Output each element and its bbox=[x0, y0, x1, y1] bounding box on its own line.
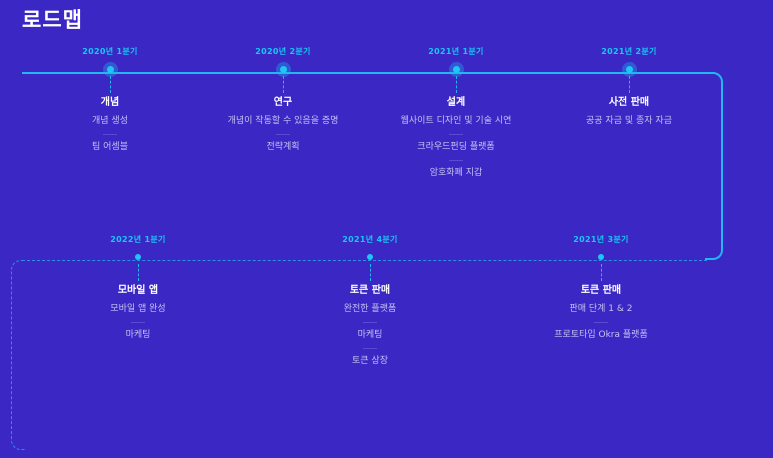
milestone-date: 2020년 2분기 bbox=[255, 47, 311, 56]
milestone-heading: 모바일 앱 bbox=[117, 285, 159, 296]
milestone-item: 프로토타입 Okra 플랫폼 bbox=[554, 330, 648, 340]
item-divider bbox=[131, 316, 145, 329]
milestone-connector bbox=[628, 76, 630, 93]
milestone-item: 토큰 상장 bbox=[352, 356, 388, 366]
milestone-items: 공공 자금 및 종자 자금 bbox=[539, 115, 719, 128]
item-divider bbox=[103, 128, 117, 141]
milestone-2020-q2: 2020년 2분기 연구 개념이 작동할 수 있음을 증명 전략계획 bbox=[193, 45, 373, 154]
milestone-2021-q1: 2021년 1분기 설계 웹사이트 디자인 및 기술 시연 크라우드펀딩 플랫폼… bbox=[366, 45, 546, 180]
milestone-items: 개념 생성 팀 어셈블 bbox=[20, 115, 200, 154]
milestone-date: 2021년 4분기 bbox=[342, 235, 398, 244]
item-divider bbox=[276, 128, 290, 141]
milestone-connector bbox=[455, 76, 457, 93]
milestone-items: 웹사이트 디자인 및 기술 시연 크라우드펀딩 플랫폼 암호화폐 지갑 bbox=[366, 115, 546, 180]
node-dot-icon bbox=[367, 254, 373, 260]
timeline-line-bottom bbox=[22, 260, 707, 261]
node-dot-icon bbox=[625, 65, 633, 73]
item-divider bbox=[449, 128, 463, 141]
milestone-heading: 사전 판매 bbox=[608, 97, 650, 108]
node-dot-icon bbox=[135, 254, 141, 260]
milestone-2021-q3: 2021년 3분기 토큰 판매 판매 단계 1 & 2 프로토타입 Okra 플… bbox=[511, 233, 691, 342]
milestone-item: 모바일 앱 완성 bbox=[110, 304, 166, 314]
milestone-heading: 연구 bbox=[273, 97, 293, 108]
timeline-line-top bbox=[22, 72, 715, 74]
node-dot-icon bbox=[598, 254, 604, 260]
item-divider bbox=[594, 316, 608, 329]
milestone-node bbox=[366, 61, 546, 77]
milestone-date: 2021년 2분기 bbox=[601, 47, 657, 56]
milestone-date: 2021년 1분기 bbox=[428, 47, 484, 56]
node-dot-icon bbox=[279, 65, 287, 73]
milestone-heading: 설계 bbox=[446, 97, 466, 108]
milestone-item: 개념이 작동할 수 있음을 증명 bbox=[227, 116, 339, 126]
milestone-item: 전략계획 bbox=[266, 142, 300, 152]
milestone-date: 2020년 1분기 bbox=[82, 47, 138, 56]
item-divider bbox=[363, 342, 377, 355]
page-title: 로드맵 bbox=[22, 8, 83, 32]
milestone-item: 판매 단계 1 & 2 bbox=[569, 304, 633, 314]
milestone-connector bbox=[600, 264, 602, 281]
milestone-node bbox=[280, 250, 460, 264]
milestone-item: 팀 어셈블 bbox=[92, 142, 128, 152]
milestone-items: 개념이 작동할 수 있음을 증명 전략계획 bbox=[193, 115, 373, 154]
milestone-2021-q2: 2021년 2분기 사전 판매 공공 자금 및 종자 자금 bbox=[539, 45, 719, 128]
milestone-connector bbox=[109, 76, 111, 93]
milestone-item: 크라우드펀딩 플랫폼 bbox=[417, 142, 495, 152]
milestone-date: 2021년 3분기 bbox=[573, 235, 629, 244]
milestone-item: 암호화폐 지갑 bbox=[429, 168, 483, 178]
timeline-curve-right bbox=[705, 72, 723, 260]
milestone-node bbox=[20, 61, 200, 77]
node-dot-icon bbox=[452, 65, 460, 73]
milestone-item: 공공 자금 및 종자 자금 bbox=[586, 116, 672, 126]
node-dot-icon bbox=[106, 65, 114, 73]
milestone-heading: 토큰 판매 bbox=[580, 285, 622, 296]
milestone-node bbox=[539, 61, 719, 77]
milestone-items: 모바일 앱 완성 마케팅 bbox=[48, 303, 228, 342]
milestone-2021-q4: 2021년 4분기 토큰 판매 완전한 플랫폼 마케팅 토큰 상장 bbox=[280, 233, 460, 368]
milestone-connector bbox=[369, 264, 371, 281]
milestone-items: 완전한 플랫폼 마케팅 토큰 상장 bbox=[280, 303, 460, 368]
milestone-heading: 개념 bbox=[100, 97, 120, 108]
item-divider bbox=[363, 316, 377, 329]
milestone-item: 마케팅 bbox=[357, 330, 383, 340]
milestone-2022-q1: 2022년 1분기 모바일 앱 모바일 앱 완성 마케팅 bbox=[48, 233, 228, 342]
milestone-item: 완전한 플랫폼 bbox=[343, 304, 397, 314]
milestone-date: 2022년 1분기 bbox=[110, 235, 166, 244]
milestone-heading: 토큰 판매 bbox=[349, 285, 391, 296]
milestone-connector bbox=[137, 264, 139, 281]
milestone-node bbox=[511, 250, 691, 264]
item-divider bbox=[449, 154, 463, 167]
milestone-node bbox=[48, 250, 228, 264]
milestone-item: 개념 생성 bbox=[92, 116, 128, 126]
milestone-items: 판매 단계 1 & 2 프로토타입 Okra 플랫폼 bbox=[511, 303, 691, 342]
milestone-item: 마케팅 bbox=[125, 330, 151, 340]
timeline-curve-left bbox=[11, 260, 25, 450]
milestone-connector bbox=[282, 76, 284, 93]
milestone-2020-q1: 2020년 1분기 개념 개념 생성 팀 어셈블 bbox=[20, 45, 200, 154]
milestone-item: 웹사이트 디자인 및 기술 시연 bbox=[400, 116, 512, 126]
milestone-node bbox=[193, 61, 373, 77]
